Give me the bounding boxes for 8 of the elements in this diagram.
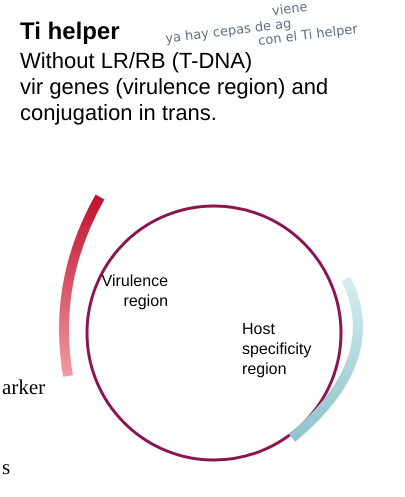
cut-off-text: s [2,455,10,480]
cut-off-text: arker [2,375,46,400]
description-text: Without LR/RB (T-DNA) [20,48,254,74]
handwritten-note: viene [271,0,308,20]
description-text: vir genes (virulence region) and conjugation in trans. [20,74,330,126]
title: Ti helper [20,18,120,46]
region-label: Virulence region [100,272,168,312]
region-label: Host specificity region [242,320,312,380]
